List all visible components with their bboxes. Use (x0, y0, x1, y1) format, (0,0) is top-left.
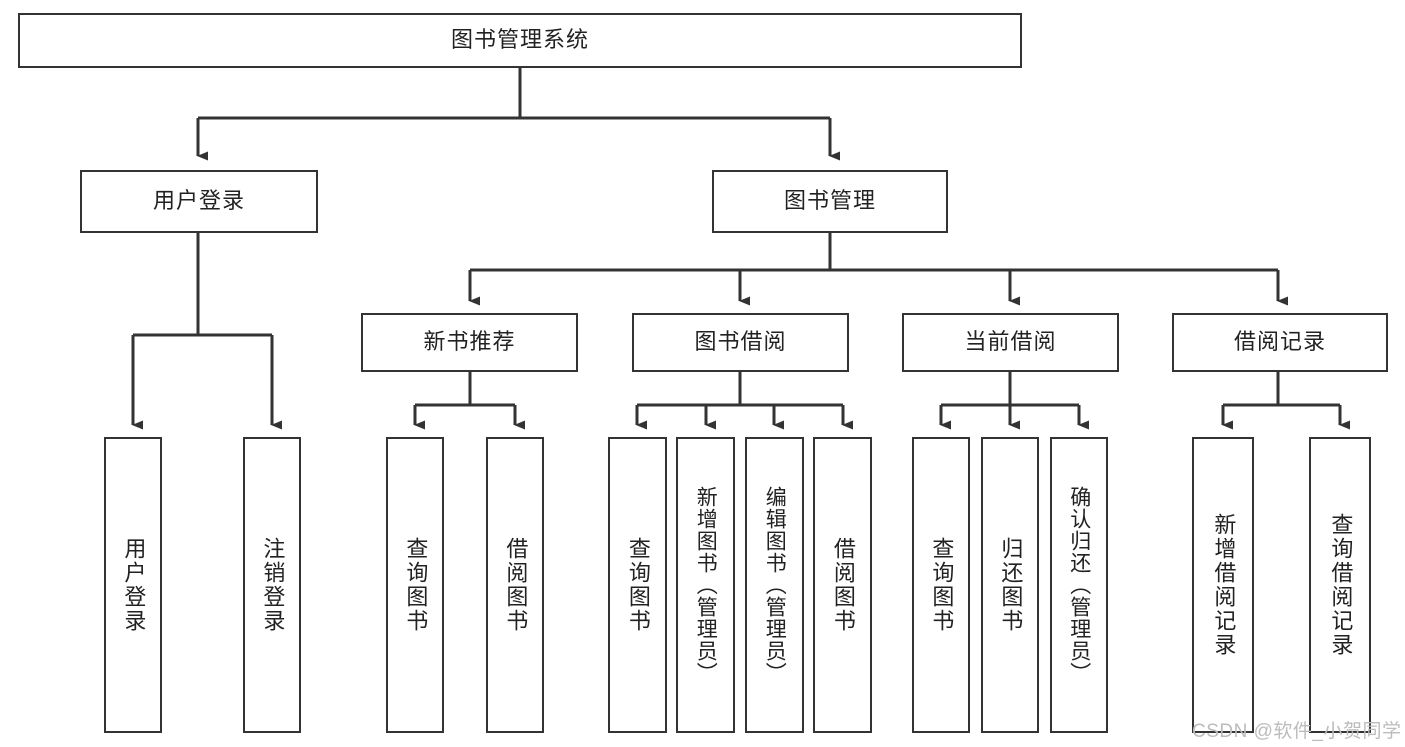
node-label: 新增图书（管理员） (694, 486, 718, 684)
current-borrow-connectors (939, 372, 1089, 430)
user-login-connectors (131, 233, 282, 430)
node-label: 归还图书 (998, 537, 1024, 633)
leaf-user-login[interactable]: 用户登录 (104, 437, 162, 733)
node-label: 图书管理 (783, 188, 876, 214)
node-label: 新增借阅记录 (1211, 513, 1237, 657)
node-label: 新书推荐 (423, 329, 516, 355)
node-current-borrowing[interactable]: 当前借阅 (902, 313, 1119, 372)
node-label: 借阅图书 (830, 537, 856, 633)
leaf-query-book-current[interactable]: 查询图书 (912, 437, 970, 733)
leaf-edit-book-admin[interactable]: 编辑图书（管理员） (745, 437, 804, 733)
node-label: 借阅图书 (503, 537, 529, 633)
node-root-book-management-system[interactable]: 图书管理系统 (18, 13, 1022, 68)
node-borrow-records[interactable]: 借阅记录 (1172, 313, 1388, 372)
leaf-query-book[interactable]: 查询图书 (608, 437, 667, 733)
node-book-management[interactable]: 图书管理 (712, 170, 948, 233)
node-label: 查询图书 (929, 537, 955, 633)
node-label: 查询图书 (625, 537, 651, 633)
leaf-borrow-book-new[interactable]: 借阅图书 (486, 437, 544, 733)
root-connectors (196, 68, 840, 161)
leaf-query-book-new[interactable]: 查询图书 (386, 437, 444, 733)
node-label: 查询图书 (403, 537, 429, 633)
new-book-connectors (413, 372, 525, 430)
node-label: 编辑图书（管理员） (763, 486, 787, 684)
leaf-borrow-book[interactable]: 借阅图书 (813, 437, 872, 733)
leaf-add-book-admin[interactable]: 新增图书（管理员） (676, 437, 735, 733)
borrow-record-connectors (1221, 372, 1350, 430)
leaf-return-book[interactable]: 归还图书 (981, 437, 1039, 733)
node-label: 图书管理系统 (450, 27, 589, 53)
node-label: 用户登录 (152, 188, 245, 214)
book-management-connectors (468, 233, 1288, 306)
leaf-confirm-return-admin[interactable]: 确认归还（管理员） (1050, 437, 1108, 733)
node-label: 确认归还（管理员） (1067, 486, 1091, 684)
node-label: 借阅记录 (1233, 329, 1326, 355)
node-label: 查询借阅记录 (1328, 513, 1354, 657)
leaf-logout[interactable]: 注销登录 (243, 437, 301, 733)
node-label: 图书借阅 (694, 329, 787, 355)
borrow-book-connectors (635, 372, 853, 430)
node-label: 当前借阅 (964, 329, 1057, 355)
node-new-book-recommendation[interactable]: 新书推荐 (361, 313, 578, 372)
leaf-add-borrow-record[interactable]: 新增借阅记录 (1192, 437, 1254, 733)
node-book-borrowing[interactable]: 图书借阅 (632, 313, 849, 372)
node-label: 注销登录 (260, 537, 286, 633)
leaf-query-borrow-record[interactable]: 查询借阅记录 (1309, 437, 1371, 733)
node-user-login[interactable]: 用户登录 (80, 170, 318, 233)
node-label: 用户登录 (121, 537, 147, 633)
